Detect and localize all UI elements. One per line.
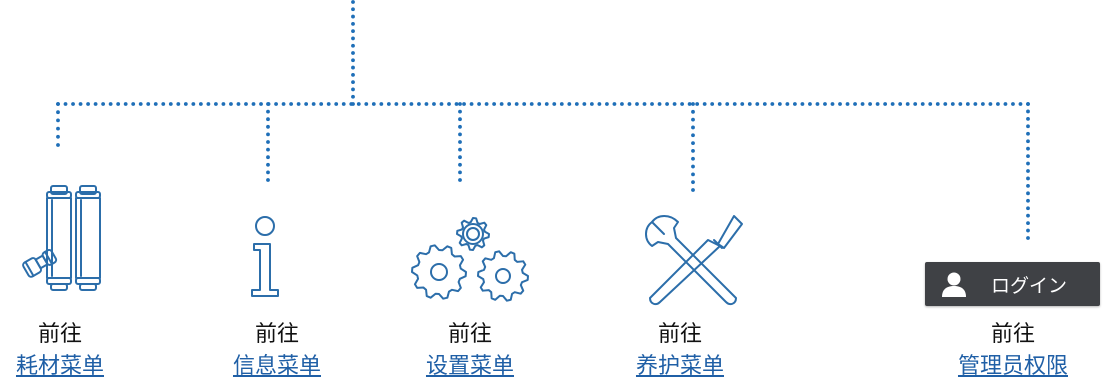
admin-permissions-link[interactable]: 管理员权限 xyxy=(957,354,1068,379)
user-icon xyxy=(942,272,966,297)
settings-menu-link[interactable]: 设置菜单 xyxy=(425,354,514,379)
login-button[interactable]: ログイン xyxy=(925,262,1100,306)
gears-icon xyxy=(411,217,529,302)
goto-label: 前往 xyxy=(254,322,299,347)
goto-label: 前往 xyxy=(447,322,492,347)
node-settings: 前往 设置菜单 xyxy=(390,322,550,380)
goto-label: 前往 xyxy=(37,322,82,347)
goto-label: 前往 xyxy=(657,322,702,347)
node-admin: 前往 管理员权限 xyxy=(933,322,1093,380)
info-menu-link[interactable]: 信息菜单 xyxy=(232,354,321,379)
maintenance-menu-link[interactable]: 养护菜单 xyxy=(635,354,724,379)
info-icon xyxy=(251,216,279,297)
goto-label: 前往 xyxy=(990,322,1035,347)
filter-cartridge-icon xyxy=(22,185,101,291)
login-label: ログイン xyxy=(991,274,1068,297)
node-consumables: 前往 耗材菜单 xyxy=(0,322,140,380)
consumables-menu-link[interactable]: 耗材菜单 xyxy=(15,354,104,379)
node-maintenance: 前往 养护菜单 xyxy=(600,322,760,380)
tools-icon xyxy=(645,215,743,306)
node-info: 前往 信息菜单 xyxy=(197,322,357,380)
